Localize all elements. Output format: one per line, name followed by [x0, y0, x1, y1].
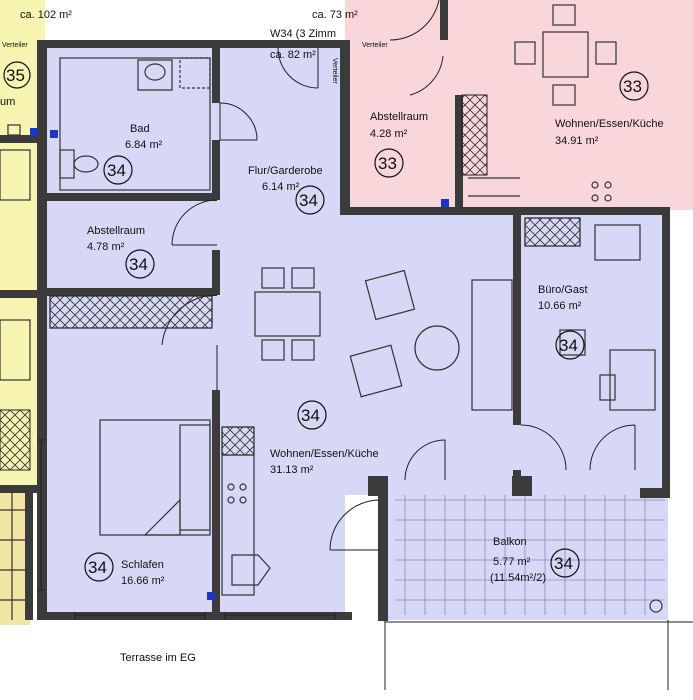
unit-35-area-label: ca. 102 m² [20, 9, 72, 21]
balcony-area [385, 490, 668, 620]
bad-name: Bad [130, 123, 150, 135]
wohnen34-name: Wohnen/Essen/Küche [270, 448, 379, 460]
schlafen-name: Schlafen [121, 559, 164, 571]
wohnen34-number-circle [297, 400, 327, 430]
unit-35-number-circle [3, 61, 31, 89]
wardrobes [0, 94, 581, 471]
unit-title-line2: ca. 82 m² [270, 49, 316, 61]
unit-35-room: um [0, 96, 15, 108]
flur-number-circle [295, 185, 325, 215]
terrasse-label: Terrasse im EG [120, 652, 196, 664]
buero-number: 34 [559, 336, 578, 355]
abstell33-name: Abstellraum [370, 111, 428, 123]
verteiler-right: Verteiler [362, 42, 388, 49]
buero-area: 10.66 m² [538, 300, 582, 312]
unit-33-area-label: ca. 73 m² [312, 9, 358, 21]
utility-markers [30, 128, 449, 600]
abstell34-name: Abstellraum [87, 225, 145, 237]
schlafen-number-circle [84, 552, 114, 582]
balkon-number: 34 [554, 554, 573, 573]
wohnen34-area: 31.13 m² [270, 464, 314, 476]
unit-34-east [340, 210, 665, 495]
unit-35-number: 35 [6, 66, 25, 85]
abstell34-number-circle [125, 249, 155, 279]
unit-title-line1: W34 (3 Zimm [270, 28, 336, 40]
bad-area: 6.84 m² [125, 139, 163, 151]
balkon-number-circle [550, 548, 580, 578]
wohnen33-area: 34.91 m² [555, 135, 599, 147]
walls [0, 0, 670, 621]
wohnen33-name: Wohnen/Essen/Küche [555, 118, 664, 130]
furniture [0, 4, 663, 620]
unit-33-area [345, 0, 693, 210]
flur-area: 6.14 m² [262, 181, 300, 193]
bad-number: 34 [107, 161, 126, 180]
balkon-area-half: (11.54m²/2) [490, 572, 546, 584]
abstell33-area: 4.28 m² [370, 128, 408, 140]
abstell33-number-circle [374, 148, 404, 178]
balkon-name: Balkon [493, 536, 527, 548]
bad-number-circle [103, 155, 133, 185]
abstell34-area: 4.78 m² [87, 241, 125, 253]
verteiler-left: Verteiler [2, 42, 28, 49]
balkon-area: 5.77 m² [493, 556, 531, 568]
abstell33-number: 33 [378, 154, 397, 173]
buero-number-circle [555, 330, 585, 360]
flur-name: Flur/Garderobe [248, 165, 323, 177]
verteiler-mid: Verteiler [331, 58, 338, 84]
flur-number: 34 [299, 191, 318, 210]
wohnen33-number-circle [619, 71, 649, 101]
abstell34-number: 34 [129, 255, 148, 274]
balcony-tiles [395, 495, 665, 615]
windows [37, 439, 693, 690]
wohnen34-number: 34 [301, 406, 320, 425]
schlafen-number: 34 [88, 558, 107, 577]
wohnen33-number: 33 [623, 77, 642, 96]
schlafen-area: 16.66 m² [121, 575, 165, 587]
buero-name: Büro/Gast [538, 284, 588, 296]
